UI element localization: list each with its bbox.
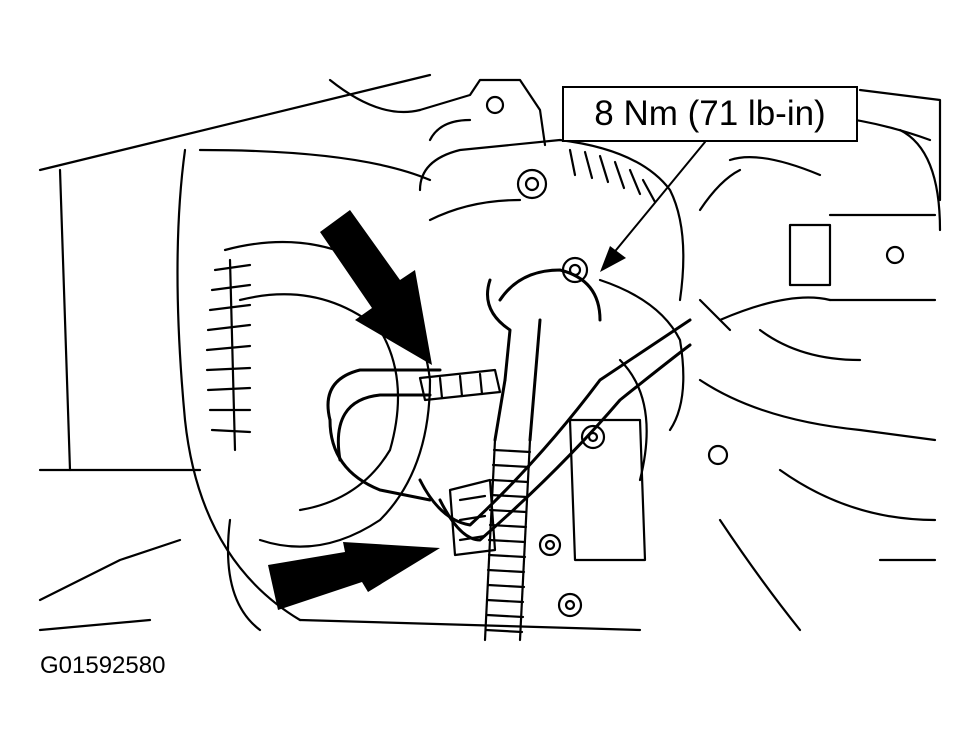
bolt-lower-middle bbox=[538, 533, 562, 557]
callout-arrowhead bbox=[600, 246, 626, 272]
arrow-upper bbox=[320, 210, 432, 365]
arrow-lower bbox=[268, 542, 440, 610]
alternator bbox=[176, 78, 685, 632]
harness-connector bbox=[418, 368, 502, 402]
bolt-upper-left bbox=[516, 168, 548, 200]
stud-terminal bbox=[561, 256, 589, 284]
figure-id-label: G01592580 bbox=[40, 652, 166, 679]
bolt-right-bracket bbox=[707, 444, 729, 466]
bolt-bottom bbox=[557, 592, 583, 618]
bolt-lower-right bbox=[580, 424, 606, 450]
callout-leader-line bbox=[611, 141, 706, 256]
pointer-arrows bbox=[268, 210, 626, 610]
lower-connector bbox=[448, 478, 497, 557]
wiring-harness bbox=[326, 268, 692, 542]
engine-background-lines bbox=[38, 73, 942, 632]
right-hose bbox=[698, 156, 937, 332]
mounting-bolts bbox=[516, 168, 729, 618]
corrugated-conduit bbox=[483, 438, 532, 642]
torque-spec-callout: 8 Nm (71 lb-in) bbox=[562, 86, 858, 142]
